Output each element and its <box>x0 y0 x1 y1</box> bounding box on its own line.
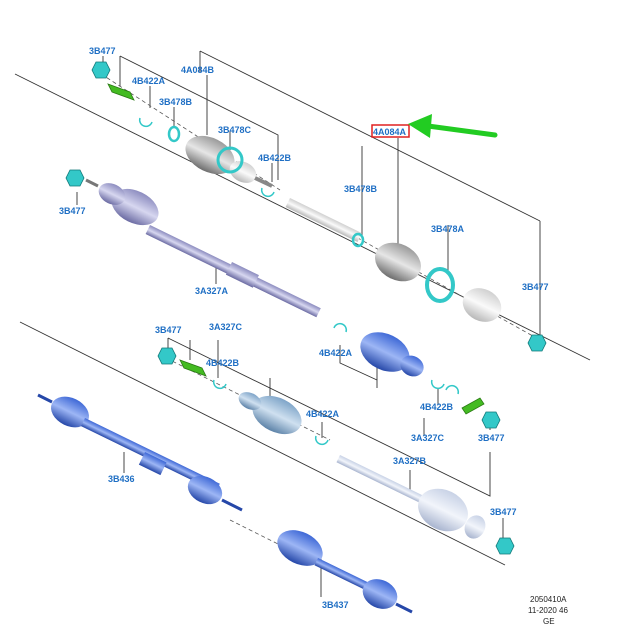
label-3B477-bottom: 3B477 <box>490 507 517 517</box>
shaft-3A327A <box>85 178 321 318</box>
nut-parts <box>65 61 547 555</box>
shaft-3B436 <box>37 393 243 512</box>
label-3B477-left: 3B477 <box>59 206 86 216</box>
cv-joint-4A084A <box>285 198 502 322</box>
label-4B422B-mid: 4B422B <box>206 358 240 368</box>
label-3B436: 3B436 <box>108 474 135 484</box>
shaft-3B437 <box>277 530 413 614</box>
label-3B478B-top: 3B478B <box>159 97 193 107</box>
label-3B477-mid: 3B477 <box>155 325 182 335</box>
clip-parts <box>107 83 485 415</box>
label-3B478B-right: 3B478B <box>344 184 378 194</box>
label-3A327C-right: 3A327C <box>411 433 445 443</box>
label-4B422B-top: 4B422B <box>258 153 292 163</box>
part-labels: 3B477 4B422A 4A084B 3B478B 3B478C 4B422B… <box>59 46 549 610</box>
label-3A327C-mid: 3A327C <box>209 322 243 332</box>
footer-info: 2050410A 11-2020 46 GE <box>528 595 568 626</box>
label-3B437: 3B437 <box>322 600 349 610</box>
circlip-parts <box>138 117 460 446</box>
footer-date: 11-2020 46 <box>528 606 568 615</box>
label-4B422A-right: 4B422A <box>319 348 353 358</box>
highlight-box <box>371 124 410 138</box>
cv-joint-4A084B <box>185 135 273 188</box>
shaft-3A327B <box>336 332 486 539</box>
footer-market: GE <box>543 617 555 626</box>
label-4B422A-mid: 4B422A <box>306 409 340 419</box>
label-3B477-top: 3B477 <box>89 46 116 56</box>
label-3B477-right2: 3B477 <box>478 433 505 443</box>
label-3A327B: 3A327B <box>393 456 427 466</box>
label-3B478C: 3B478C <box>218 125 252 135</box>
label-3B478A: 3B478A <box>431 224 465 234</box>
footer-code: 2050410A <box>530 595 567 604</box>
label-4A084B: 4A084B <box>181 65 215 75</box>
label-4B422A-top: 4B422A <box>132 76 166 86</box>
label-4A084A: 4A084A <box>373 127 407 137</box>
label-4B422B-right: 4B422B <box>420 402 454 412</box>
pointer-arrow <box>408 114 498 138</box>
leader-lines <box>76 51 541 597</box>
label-3B477-right: 3B477 <box>522 282 549 292</box>
label-3A327A: 3A327A <box>195 286 229 296</box>
cv-joint-middle <box>238 392 302 435</box>
